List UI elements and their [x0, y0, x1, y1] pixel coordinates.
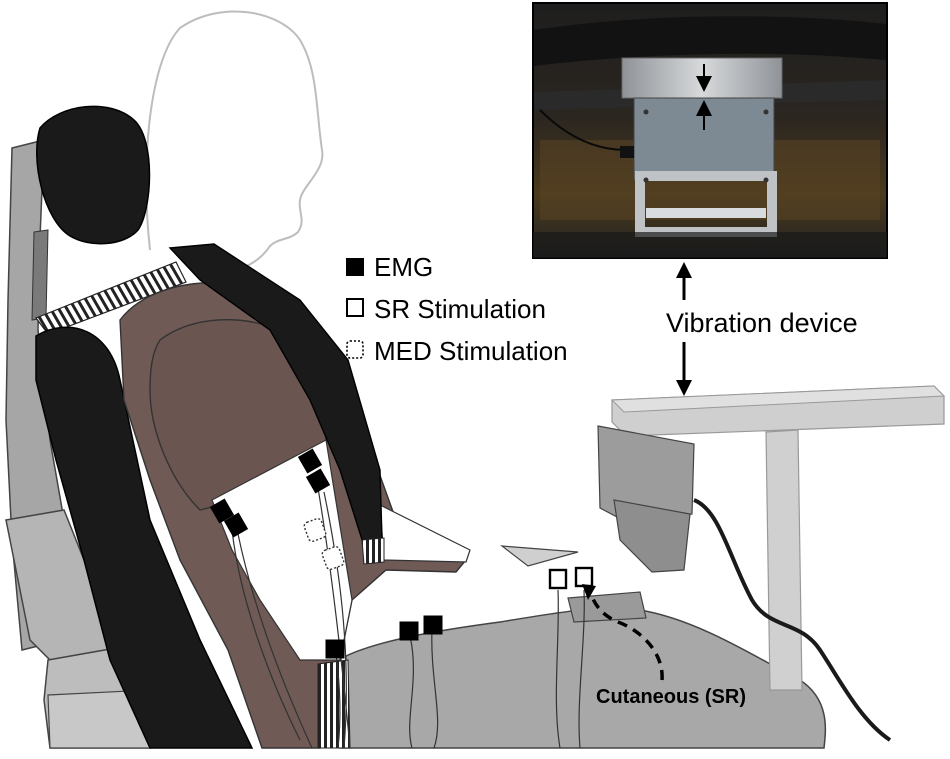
table-top-edge: [610, 385, 946, 413]
vibration-table: [597, 385, 946, 742]
med-legend-icon: [346, 340, 364, 359]
hand: [500, 545, 579, 567]
device-probe: [613, 499, 691, 573]
dashed-arrow-icon: [588, 591, 664, 681]
sr-legend-label: SR Stimulation: [374, 294, 546, 324]
dashed-arrow-head: [582, 584, 596, 600]
emg-electrode-icon: [209, 498, 235, 524]
device-photo: [532, 2, 888, 259]
head-outline: [145, 10, 324, 271]
photo-ceiling-beam: [534, 16, 886, 67]
med-electrode-icon: [321, 545, 345, 571]
table-leg: [765, 429, 803, 691]
cutaneous-label: Cutaneous (SR): [596, 686, 746, 708]
shoulder-strap: [35, 261, 187, 335]
emg-electrode-icon: [297, 448, 323, 474]
photo-device-bar: [646, 208, 766, 218]
sr-legend-icon: [346, 298, 364, 317]
back-pad: [35, 326, 254, 749]
sr-electrodes: [548, 566, 594, 590]
emg-electrode-icon: [423, 615, 443, 635]
photo-cable: [539, 109, 627, 151]
emg-legend-icon: [346, 258, 364, 276]
sr-electrode-icon: [548, 568, 568, 590]
emg-electrode-icon: [305, 468, 331, 494]
knee-pad: [567, 591, 647, 623]
photo-top-plate: [621, 57, 783, 99]
emg-electrode-icon: [399, 621, 419, 641]
med-electrode-icon: [303, 517, 327, 543]
forearm-light: [379, 503, 471, 563]
electrode-wires: [231, 487, 585, 749]
legend: EMG SR Stimulation MED Stimulation: [346, 252, 568, 366]
med-legend-label: MED Stimulation: [374, 336, 568, 366]
emg-legend-label: EMG: [374, 252, 433, 282]
emg-electrode-icon: [223, 512, 249, 538]
headrest: [36, 105, 151, 245]
torso: [119, 243, 471, 749]
vibration-device-label: Vibration device: [666, 308, 858, 338]
headrest-post: [31, 229, 49, 321]
emg-electrode-icon: [325, 639, 345, 659]
med-electrodes: [303, 517, 345, 571]
device-cable: [693, 498, 892, 742]
belt-strip-torso: [361, 537, 385, 565]
sr-electrode-icon: [574, 566, 594, 588]
emg-electrodes: [209, 448, 443, 659]
